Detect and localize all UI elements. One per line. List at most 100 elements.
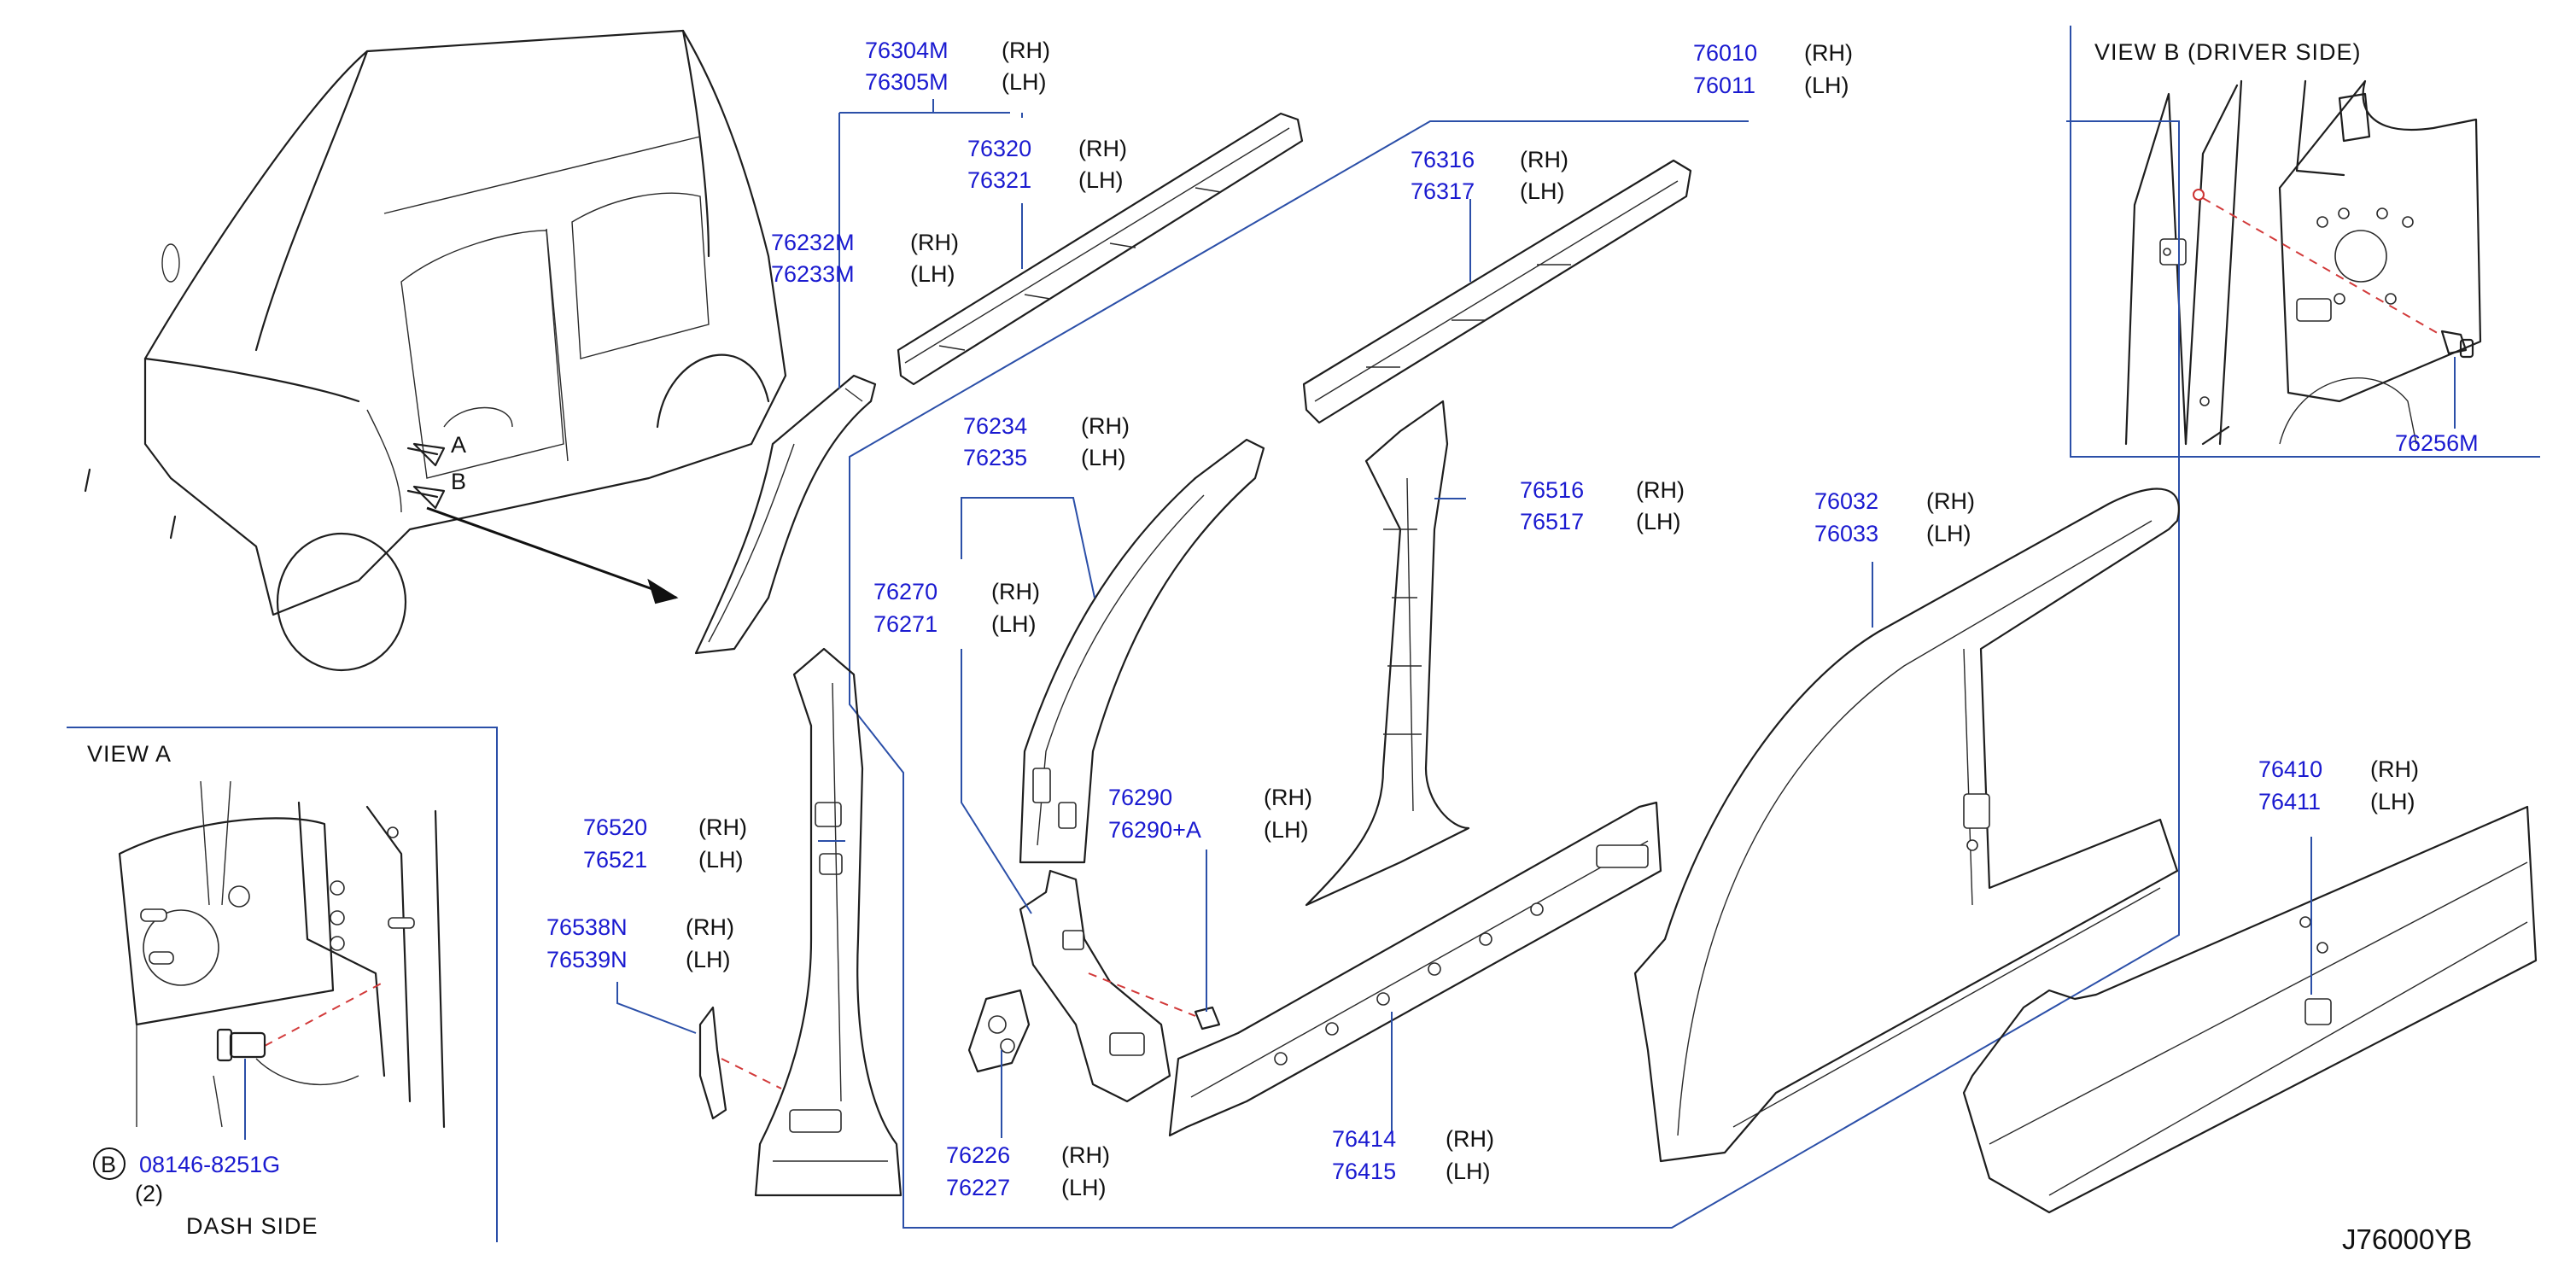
part-76270: [967, 869, 1196, 1103]
view-b-part-number: 76256M: [2395, 430, 2479, 456]
part-number-rh: 76290: [1108, 785, 1172, 810]
side-rh: (RH): [1926, 488, 1975, 514]
side-rh: (RH): [910, 230, 959, 255]
side-lh: (LH): [1061, 1175, 1107, 1200]
callout-76010: 76010 (RH) 76011 (LH): [1693, 40, 1853, 98]
side-rh: (RH): [1446, 1126, 1494, 1152]
callout-76232m: 76232M (RH) 76233M (LH): [771, 230, 959, 287]
callout-76234: 76234 (RH) 76235 (LH): [963, 413, 1130, 470]
side-rh: (RH): [1078, 136, 1127, 161]
side-rh: (RH): [1636, 477, 1685, 503]
side-lh: (LH): [1636, 509, 1681, 534]
side-rh: (RH): [686, 914, 734, 940]
side-rh: (RH): [1520, 147, 1568, 172]
part-76414: [1168, 801, 1662, 1137]
part-number-lh: 76317: [1411, 178, 1475, 204]
part-number-rh: 76538N: [546, 914, 628, 940]
part-number-rh: 76316: [1411, 147, 1475, 172]
part-76234: [1019, 438, 1265, 864]
detail-arrow: [426, 506, 677, 599]
view-a-caption: DASH SIDE: [186, 1213, 318, 1239]
part-76232m: [694, 374, 877, 655]
side-lh: (LH): [991, 611, 1037, 637]
view-a-inset: VIEW A B 08146-8251G (2) DASH SIDE: [67, 727, 498, 1242]
side-lh: (LH): [910, 261, 955, 287]
callout-76032: 76032 (RH) 76033 (LH): [1814, 488, 1975, 546]
callout-76320: 76320 (RH) 76321 (LH): [967, 136, 1127, 193]
part-76316: [1302, 159, 1692, 424]
view-a-arrow-label: A: [451, 432, 467, 458]
view-a-part-number: 08146-8251G: [139, 1152, 280, 1177]
part-number-rh: 76410: [2258, 756, 2322, 782]
side-rh: (RH): [2370, 756, 2419, 782]
part-number-lh: 76011: [1693, 73, 1755, 98]
part-76538n: [698, 1006, 782, 1120]
part-number-lh: 76271: [873, 611, 938, 637]
part-number-rh: 76516: [1520, 477, 1584, 503]
side-rh: (RH): [1061, 1142, 1110, 1168]
view-b-arrow-label: B: [451, 469, 467, 494]
part-number-rh: 76304M: [865, 38, 949, 63]
view-b-title: VIEW B (DRIVER SIDE): [2094, 39, 2362, 65]
part-76520: [754, 647, 902, 1197]
side-lh: (LH): [1804, 73, 1849, 98]
inner-panel-boundary: [849, 120, 2180, 1229]
side-rh: (RH): [1081, 413, 1130, 439]
callout-76304m: 76304M (RH) 76305M (LH): [865, 38, 1050, 95]
part-76320: [897, 112, 1304, 386]
part-number-rh: 76520: [583, 814, 647, 840]
part-number-lh: 76539N: [546, 947, 628, 972]
side-lh: (LH): [1002, 69, 1047, 95]
callout-76516: 76516 (RH) 76517 (LH): [1520, 477, 1685, 534]
part-76516: [1305, 400, 1470, 907]
part-number-lh: 76321: [967, 167, 1031, 193]
part-number-rh: 76320: [967, 136, 1031, 161]
callout-76270: 76270 (RH) 76271 (LH): [873, 579, 1040, 637]
callout-76410: 76410 (RH) 76411 (LH): [2258, 756, 2419, 814]
part-number-rh: 76232M: [771, 230, 855, 255]
view-a-circle-letter: B: [101, 1152, 117, 1177]
vehicle-overview: A B: [84, 29, 787, 672]
part-number-rh: 76032: [1814, 488, 1878, 514]
callout-76290: 76290 (RH) 76290+A (LH): [1108, 785, 1312, 843]
view-b-inset: VIEW B (DRIVER SIDE) 76256M: [2070, 26, 2540, 458]
side-rh: (RH): [1264, 785, 1312, 810]
part-number-lh: 76411: [2258, 789, 2321, 814]
side-lh: (LH): [698, 847, 744, 873]
side-lh: (LH): [1081, 445, 1126, 470]
view-a-quantity: (2): [135, 1181, 163, 1206]
part-number-lh: 76521: [583, 847, 647, 873]
callout-76538n: 76538N (RH) 76539N (LH): [546, 914, 734, 972]
part-number-lh: 76033: [1814, 521, 1878, 546]
part-number-rh: 76010: [1693, 40, 1757, 66]
side-lh: (LH): [1926, 521, 1971, 546]
side-lh: (LH): [1520, 178, 1565, 204]
callout-76520: 76520 (RH) 76521 (LH): [583, 814, 747, 873]
part-number-lh: 76227: [946, 1175, 1010, 1200]
part-number-lh: 76517: [1520, 509, 1584, 534]
side-lh: (LH): [1078, 167, 1124, 193]
callout-76316: 76316 (RH) 76317 (LH): [1411, 147, 1568, 204]
side-rh: (RH): [1002, 38, 1050, 63]
leader-lines: [616, 99, 2312, 1138]
side-lh: (LH): [1264, 817, 1309, 843]
side-lh: (LH): [2370, 789, 2415, 814]
side-rh: (RH): [698, 814, 747, 840]
part-number-lh: 76415: [1332, 1159, 1396, 1184]
side-rh: (RH): [1804, 40, 1853, 66]
part-number-lh: 76290+A: [1108, 817, 1201, 843]
side-lh: (LH): [686, 947, 731, 972]
part-76032: [1633, 488, 2180, 1163]
part-number-lh: 76305M: [865, 69, 949, 95]
part-number-rh: 76270: [873, 579, 938, 604]
view-a-title: VIEW A: [87, 741, 172, 767]
callout-76226: 76226 (RH) 76227 (LH): [946, 1142, 1110, 1200]
callout-76414: 76414 (RH) 76415 (LH): [1332, 1126, 1494, 1184]
part-number-lh: 76233M: [771, 261, 855, 287]
side-rh: (RH): [991, 579, 1040, 604]
part-number-rh: 76414: [1332, 1126, 1396, 1152]
part-number-rh: 76226: [946, 1142, 1010, 1168]
part-number-rh: 76234: [963, 413, 1027, 439]
diagram-code: J76000YB: [2342, 1223, 2472, 1255]
